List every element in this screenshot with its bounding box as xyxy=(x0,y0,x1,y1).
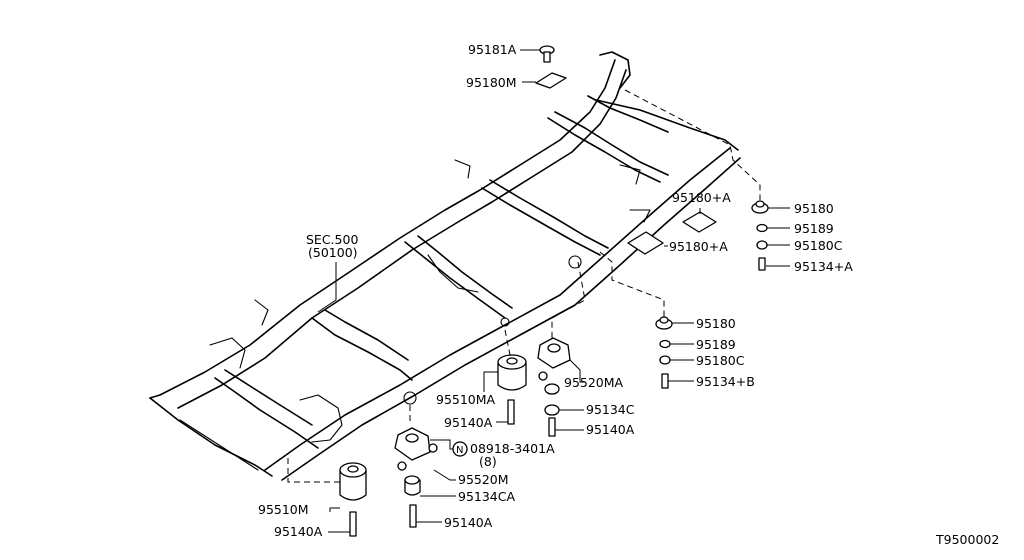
mount-stack-upper xyxy=(751,200,769,271)
chassis-frame xyxy=(149,51,741,481)
pad-95180a-upper xyxy=(682,211,717,233)
part-label: 95180M xyxy=(466,75,517,90)
part-label: 95134CA xyxy=(458,489,515,504)
part-label: 95134C xyxy=(586,402,635,417)
part-label: 95140A xyxy=(274,524,323,539)
part-label: 95134+A xyxy=(794,259,853,274)
section-ref-line2: (50100) xyxy=(308,245,358,260)
bushing-95510m xyxy=(339,462,367,537)
part-label: 95189 xyxy=(794,221,834,236)
mount-95520ma xyxy=(537,337,571,437)
part-label: 95189 xyxy=(696,337,736,352)
part-label: 95140A xyxy=(586,422,635,437)
part-label: 95180 xyxy=(794,201,834,216)
part-label: 95140A xyxy=(444,415,493,430)
part-label: 95510M xyxy=(258,502,309,517)
diagram-code: T9500002 xyxy=(935,532,999,547)
section-ref-line1: SEC.500 xyxy=(306,232,358,247)
part-label: 95180+A xyxy=(669,239,728,254)
part-label: 95181A xyxy=(468,42,517,57)
bushing-95510ma xyxy=(497,354,527,425)
part-label: 95520M xyxy=(458,472,509,487)
dashed-guides xyxy=(287,89,761,483)
part-labels: 95181A 95180M 95180+A 95180+A 95180 9518… xyxy=(258,42,999,547)
nut-symbol-letter: N xyxy=(456,445,463,456)
part-label: 95510MA xyxy=(436,392,496,407)
pad-95180a-lower xyxy=(627,231,664,255)
part-label: 95520MA xyxy=(564,375,624,390)
part-label: 95180 xyxy=(696,316,736,331)
part-label: (8) xyxy=(479,454,497,469)
mount-95520m xyxy=(394,427,438,528)
part-label: 95180+A xyxy=(672,190,731,205)
bracket-95180m xyxy=(535,72,567,89)
screw-95181a xyxy=(539,45,555,63)
part-label: 08918-3401A xyxy=(470,441,555,456)
part-label: 95180C xyxy=(794,238,843,253)
part-label: 95134+B xyxy=(696,374,755,389)
leader-lines xyxy=(317,49,790,533)
mount-stack-middle xyxy=(655,316,673,389)
part-label: 95180C xyxy=(696,353,745,368)
parts-drawings xyxy=(339,45,769,537)
part-label: 95140A xyxy=(444,515,493,530)
